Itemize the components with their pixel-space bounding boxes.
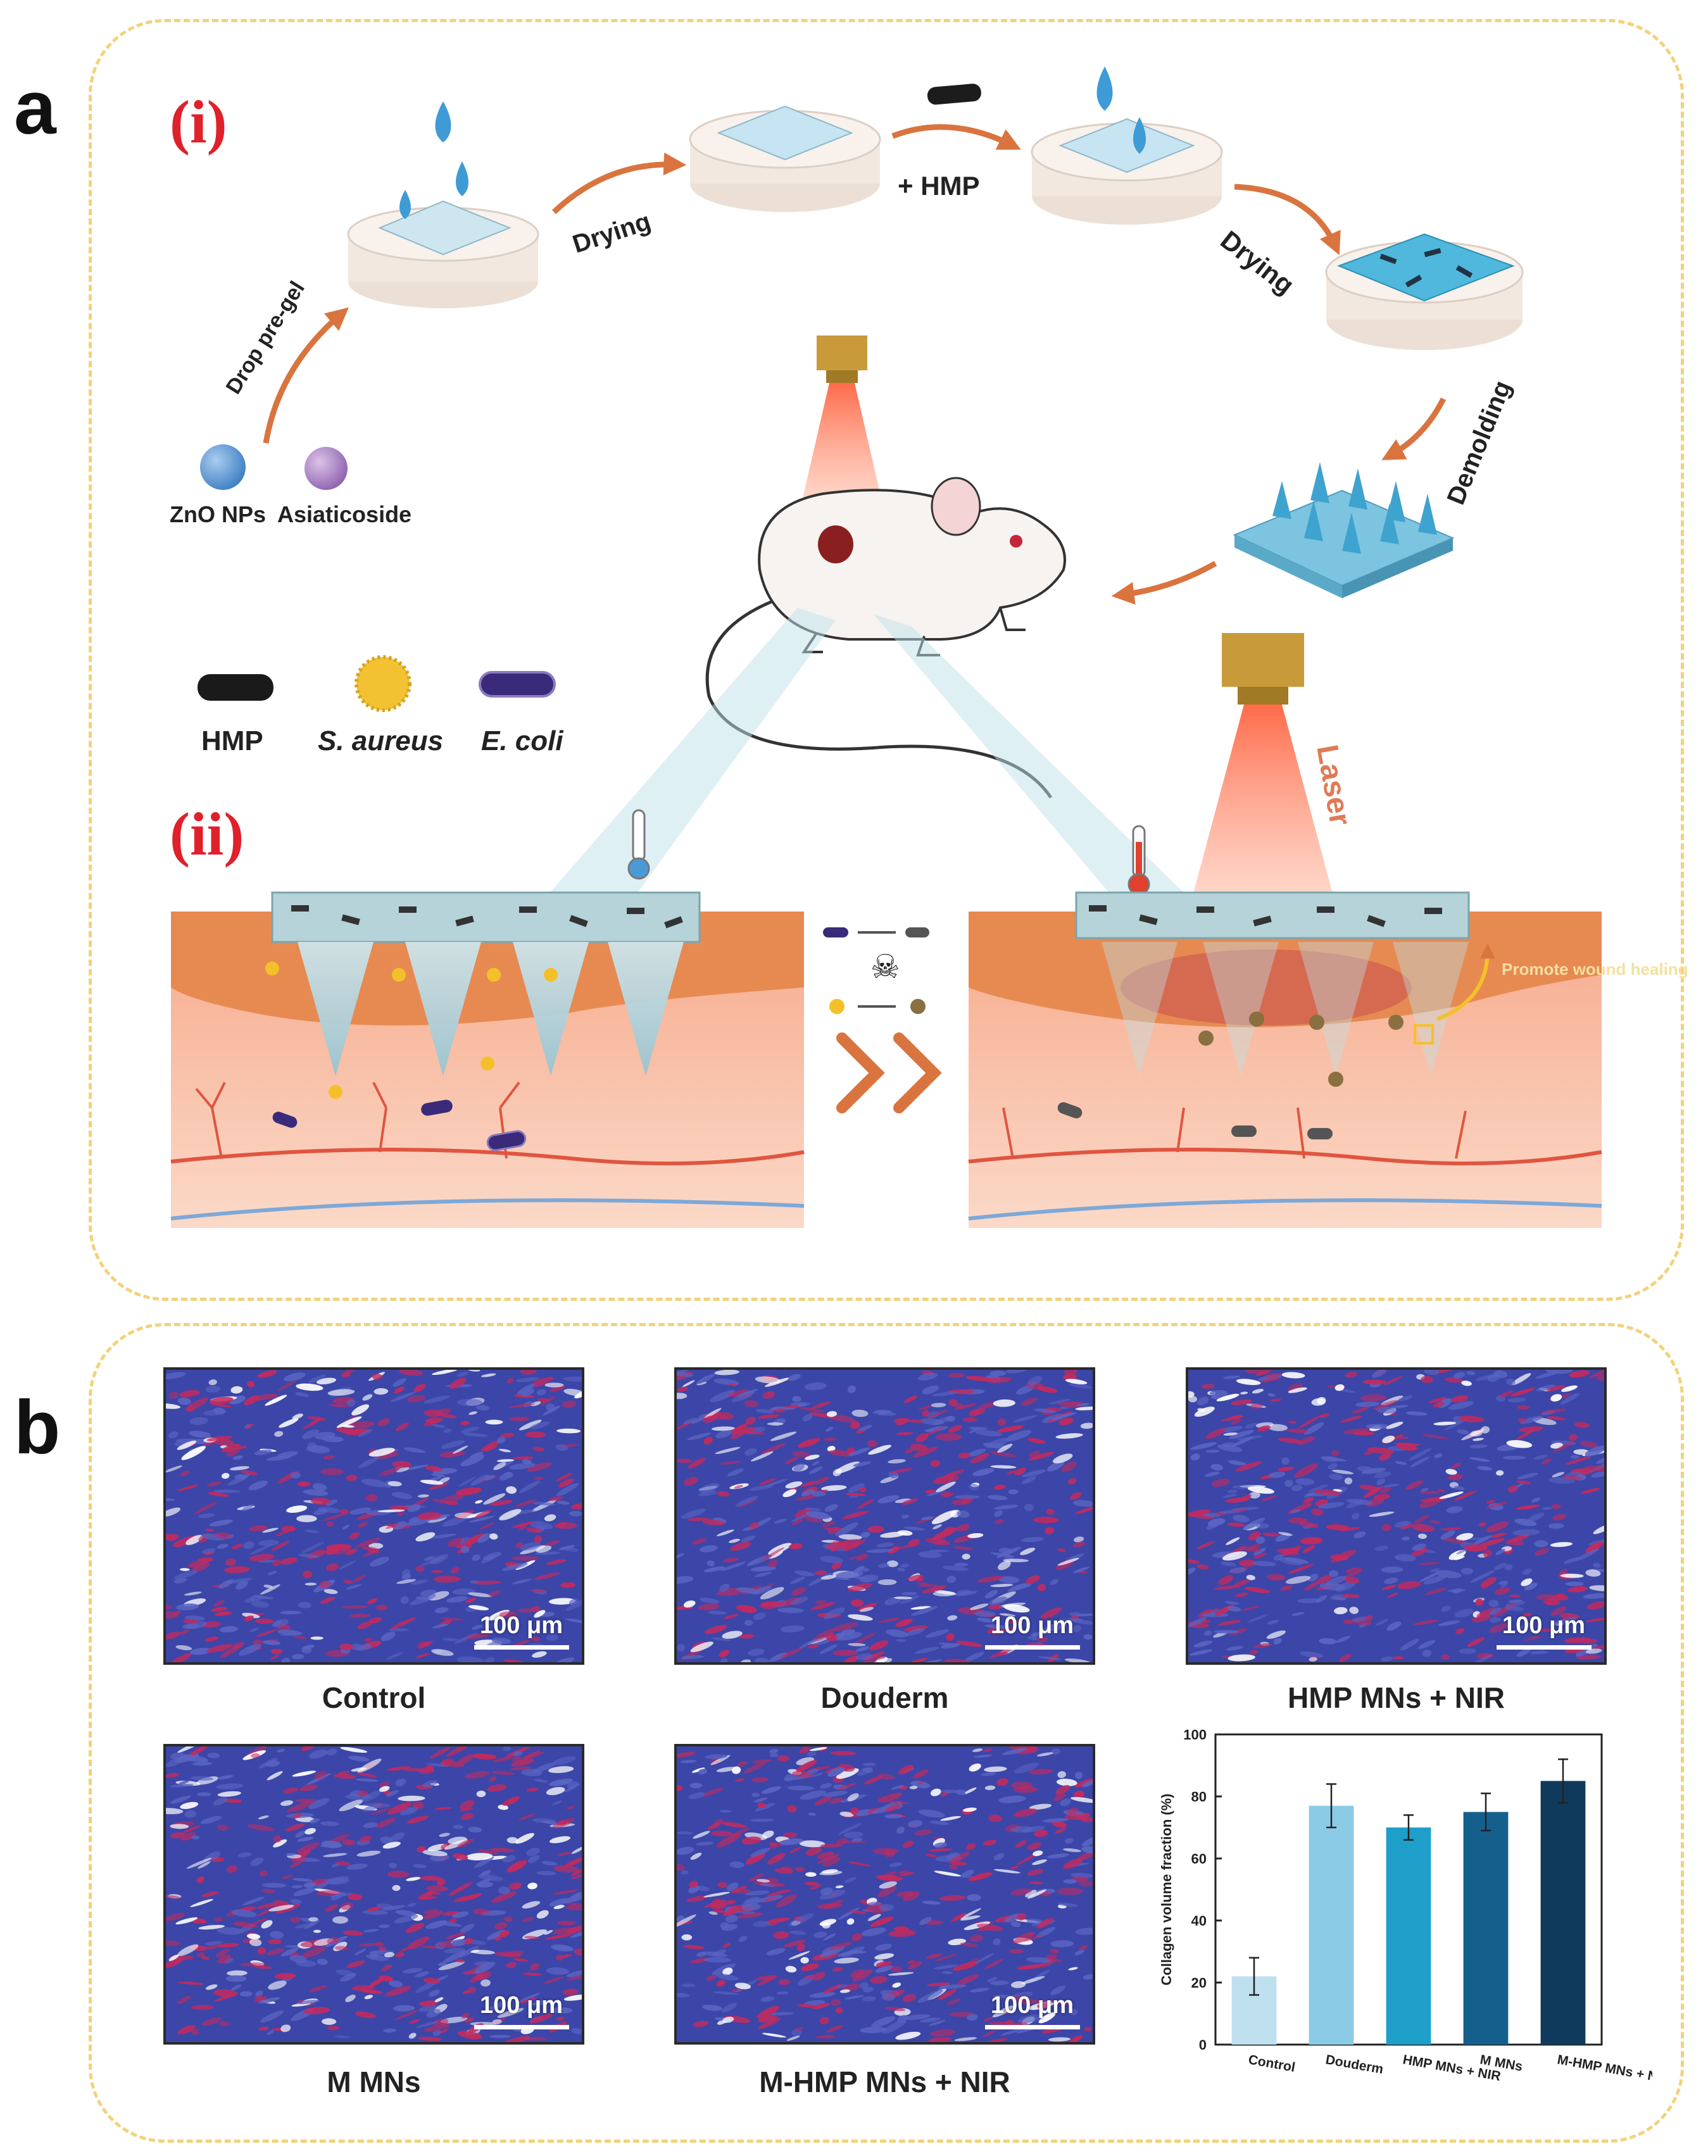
panel-b-letter: b bbox=[14, 1385, 61, 1470]
y-tick-label: 60 bbox=[1191, 1851, 1207, 1867]
micrograph-texture bbox=[677, 1746, 1093, 2042]
legend-e-coli-label: E. coli bbox=[481, 725, 563, 756]
kill-symbols: ☠ bbox=[823, 927, 942, 1113]
drying-1-label: Drying bbox=[569, 208, 654, 259]
micrograph-texture bbox=[166, 1370, 582, 1662]
bar bbox=[1540, 1781, 1586, 2045]
legend-e-coli-icon bbox=[479, 671, 556, 698]
drying-2-label: Drying bbox=[1215, 225, 1300, 300]
y-tick-label: 40 bbox=[1191, 1913, 1207, 1929]
panel-b-frame bbox=[89, 1323, 1684, 2143]
x-tick-label: Douderm bbox=[1324, 2052, 1385, 2077]
panel-a-frame bbox=[89, 19, 1684, 1301]
legend-hmp-icon bbox=[198, 674, 273, 701]
scale-bar-label: 100 μm bbox=[991, 1612, 1074, 1639]
scale-bar bbox=[474, 1645, 569, 1650]
laser-label: Laser bbox=[1310, 743, 1357, 828]
legend-s-aureus-icon bbox=[355, 655, 411, 712]
micrograph-m-hmp-mns-nir: 100 μm bbox=[674, 1744, 1095, 2045]
zoom-beam-left bbox=[544, 608, 836, 899]
arrow-add-hmp bbox=[891, 124, 1021, 150]
bar bbox=[1386, 1827, 1431, 2045]
panel-a-letter: a bbox=[14, 65, 56, 150]
y-tick-label: 80 bbox=[1191, 1789, 1207, 1805]
panel-a-schematic: (i) (ii) ZnO NPs Asiaticoside Drop pre-g… bbox=[170, 66, 1688, 1228]
legend-s-aureus-label: S. aureus bbox=[318, 725, 443, 756]
bar bbox=[1463, 1812, 1509, 2045]
arrow-drop-pregel bbox=[263, 307, 349, 444]
caption-douderm: Douderm bbox=[820, 1681, 949, 1714]
mold-1 bbox=[347, 101, 539, 308]
x-tick-label: M-HMP MNs + NIR bbox=[1556, 2052, 1652, 2086]
y-tick-label: 20 bbox=[1191, 1975, 1207, 1991]
scale-bar bbox=[985, 1645, 1080, 1650]
micrograph-douderm: 100 μm bbox=[674, 1367, 1095, 1665]
scale-bar bbox=[985, 2025, 1080, 2029]
mouse-illustration bbox=[705, 477, 1066, 799]
x-tick-label: Control bbox=[1247, 2052, 1297, 2075]
scale-bar bbox=[474, 2025, 569, 2029]
caption-hmp-mns-nir: HMP MNs + NIR bbox=[1288, 1681, 1505, 1714]
scale-bar-label: 100 μm bbox=[480, 1612, 563, 1639]
asiaticoside-sphere bbox=[305, 447, 348, 490]
svg-text:☠: ☠ bbox=[870, 949, 900, 986]
scale-bar bbox=[1497, 1645, 1592, 1650]
hmp-rod-top bbox=[927, 84, 981, 105]
micrograph-texture bbox=[677, 1370, 1093, 1662]
scale-bar-label: 100 μm bbox=[480, 1992, 563, 2019]
arrow-drying-2 bbox=[1234, 184, 1341, 256]
demolding-label: Demolding bbox=[1442, 377, 1517, 508]
arrow-drying-1 bbox=[551, 153, 687, 215]
promote-healing-label: Promote wound healing bbox=[1502, 960, 1688, 979]
micrograph-texture bbox=[1188, 1370, 1604, 1662]
y-axis-label: Collagen volume fraction (%) bbox=[1159, 1793, 1174, 1985]
sub-label-i: (i) bbox=[170, 88, 227, 156]
mold-4 bbox=[1325, 233, 1524, 350]
legend-hmp-label: HMP bbox=[201, 725, 263, 756]
zno-sphere bbox=[200, 444, 246, 490]
micrograph-m-mns: 100 μm bbox=[163, 1744, 584, 2045]
laser-emitter-right bbox=[1190, 633, 1336, 905]
microneedle-patch bbox=[1233, 462, 1455, 598]
micrograph-texture bbox=[166, 1746, 582, 2042]
bar bbox=[1309, 1805, 1354, 2045]
thermometer-hot bbox=[1127, 825, 1150, 896]
caption-m-mns: M MNs bbox=[327, 2065, 421, 2098]
thermometer-cold bbox=[627, 809, 650, 880]
skin-section-right bbox=[968, 891, 1602, 1228]
caption-m-hmp-mns-nir: M-HMP MNs + NIR bbox=[759, 2065, 1010, 2098]
mold-3 bbox=[1031, 66, 1223, 225]
y-tick-label: 100 bbox=[1183, 1727, 1207, 1743]
y-tick-label: 0 bbox=[1199, 2037, 1207, 2053]
micrograph-hmp-mns-nir: 100 μm bbox=[1186, 1367, 1607, 1665]
micrograph-control: 100 μm bbox=[163, 1367, 584, 1665]
zno-label: ZnO NPs bbox=[170, 501, 266, 527]
scale-bar-label: 100 μm bbox=[991, 1992, 1074, 2019]
arrow-to-mouse bbox=[1111, 561, 1217, 605]
drop-pregel-label: Drop pre-gel bbox=[222, 277, 310, 399]
scale-bar-label: 100 μm bbox=[1502, 1612, 1585, 1639]
laser-emitter-top bbox=[801, 335, 883, 506]
arrow-demolding bbox=[1381, 397, 1447, 460]
sub-label-ii: (ii) bbox=[170, 800, 244, 868]
add-hmp-label: + HMP bbox=[898, 171, 980, 201]
asiaticoside-label: Asiaticoside bbox=[277, 501, 411, 527]
mold-2 bbox=[689, 105, 881, 212]
skin-section-left bbox=[170, 891, 805, 1228]
zoom-beam-right bbox=[874, 614, 1190, 899]
caption-control: Control bbox=[322, 1681, 426, 1714]
